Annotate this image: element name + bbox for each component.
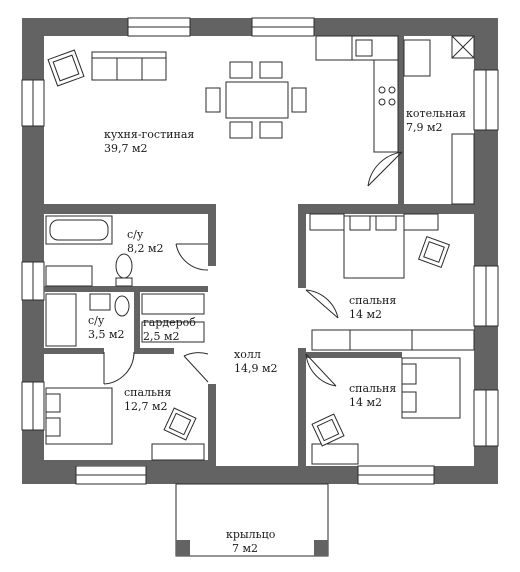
chair [229,121,253,139]
room-bedroom-right-top-area: 14 м2 [349,308,383,321]
stove-burner [388,86,396,94]
wall-left-mid-2 [134,348,174,354]
room-bedroom-right-bottom-area: 14 м2 [349,396,383,409]
room-bedroom-right-top-name: спальня [349,294,397,307]
interior-walls [44,36,474,466]
toilet [115,253,133,279]
sink [355,39,373,57]
wall-kitchen-bottom-left [44,204,216,214]
room-boiler-area: 7,9 м2 [406,121,443,134]
wall-boiler-vertical [398,36,404,204]
wall-bath-bottom [44,286,208,292]
wall-small-bath-right [134,292,140,348]
chair [205,87,221,113]
furniture [45,35,475,465]
porch-outline [175,483,329,557]
chair [259,121,283,139]
room-bath-large-area: 8,2 м2 [127,242,164,255]
wardrobe-shelf [141,293,205,315]
room-kitchen-area: 39,7 м2 [104,142,148,155]
wall-hall-right-lower [298,348,306,466]
wall-bedrooms-divider [306,352,402,358]
porch-pillar [314,540,328,556]
nightstand [309,213,345,231]
room-bedroom-right-bottom-name: спальня [349,382,397,395]
boiler-unit [403,39,431,77]
chair [229,61,253,79]
chair [259,61,283,79]
wall-hall-right-upper [298,214,306,288]
wall-hall-left-lower [208,384,216,466]
armchair-kitchen [47,49,85,87]
room-hall-name: холл [234,348,261,361]
room-bedroom-left-area: 12,7 м2 [124,400,168,413]
toilet [114,295,130,317]
stove-burner [378,86,386,94]
boiler-tank [451,133,475,205]
wall-left [22,18,44,484]
room-boiler-name: котельная [406,107,466,120]
armchair-bedroom [417,235,451,269]
room-porch-area: 7 м2 [232,542,259,555]
shower-tray [45,293,77,347]
stove-burner [378,98,386,106]
armchair-bedroom [163,407,197,441]
stove-burner [388,98,396,106]
wall-left-mid [44,348,104,354]
porch [175,483,329,557]
tv-unit [311,443,359,465]
wardrobe-shelf [141,321,205,343]
room-wardrobe-name: гардероб [143,316,196,329]
tv-unit [151,443,205,461]
nightstand [403,213,439,231]
chair [291,87,307,113]
small-washbasin [89,293,111,311]
room-bath-small-area: 3,5 м2 [88,328,125,341]
room-kitchen-name: кухня-гостиная [104,128,195,141]
room-bath-small-name: с/у [88,314,105,327]
washbasin-counter [45,265,93,287]
room-bath-large-name: с/у [127,228,144,241]
armchair-bedroom [311,413,345,447]
wall-hall-left-upper [208,214,216,266]
porch-pillar [176,540,190,556]
kitchen-counter-right [373,59,399,153]
wall-kitchen-bottom-right [298,204,474,214]
room-wardrobe-area: 2,5 м2 [143,330,180,343]
room-porch-name: крыльцо [226,528,276,541]
wardrobe [311,329,475,351]
room-bedroom-left-name: спальня [124,386,172,399]
room-hall-area: 14,9 м2 [234,362,278,375]
wall-bedroom-left-bottom [44,460,208,466]
dining-table [225,81,289,119]
